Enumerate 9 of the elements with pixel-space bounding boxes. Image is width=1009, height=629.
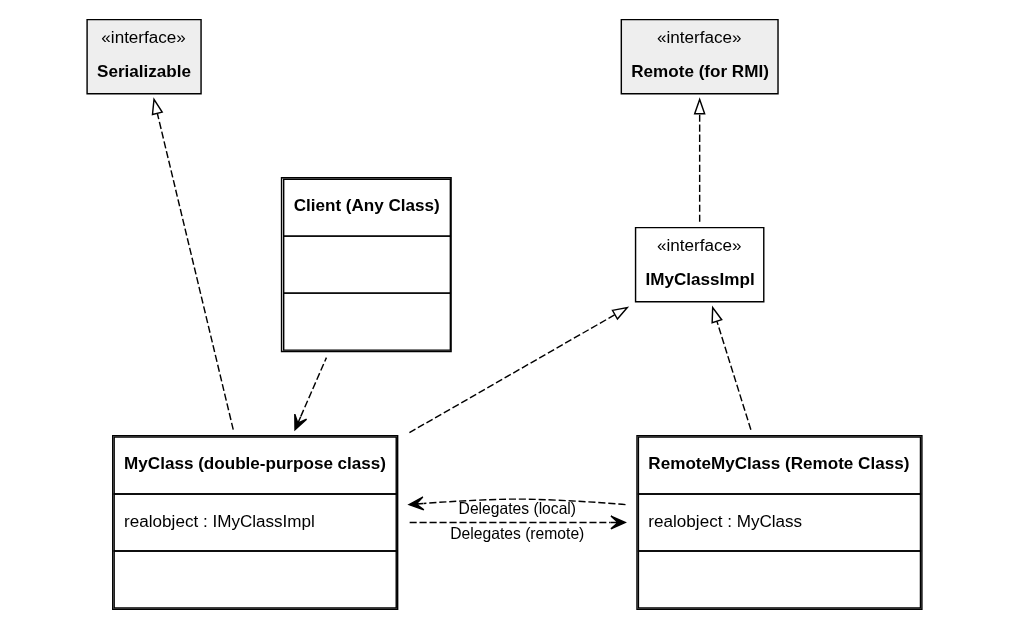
arrow bbox=[408, 496, 627, 511]
arrow bbox=[408, 306, 630, 434]
arrow bbox=[151, 97, 234, 431]
arrow bbox=[408, 515, 626, 530]
arrow bbox=[711, 305, 752, 431]
edge-label: Delegates (remote) bbox=[450, 525, 585, 543]
arrow bbox=[294, 356, 328, 431]
edge-label: Delegates (local) bbox=[458, 499, 577, 517]
arrow bbox=[693, 97, 706, 223]
